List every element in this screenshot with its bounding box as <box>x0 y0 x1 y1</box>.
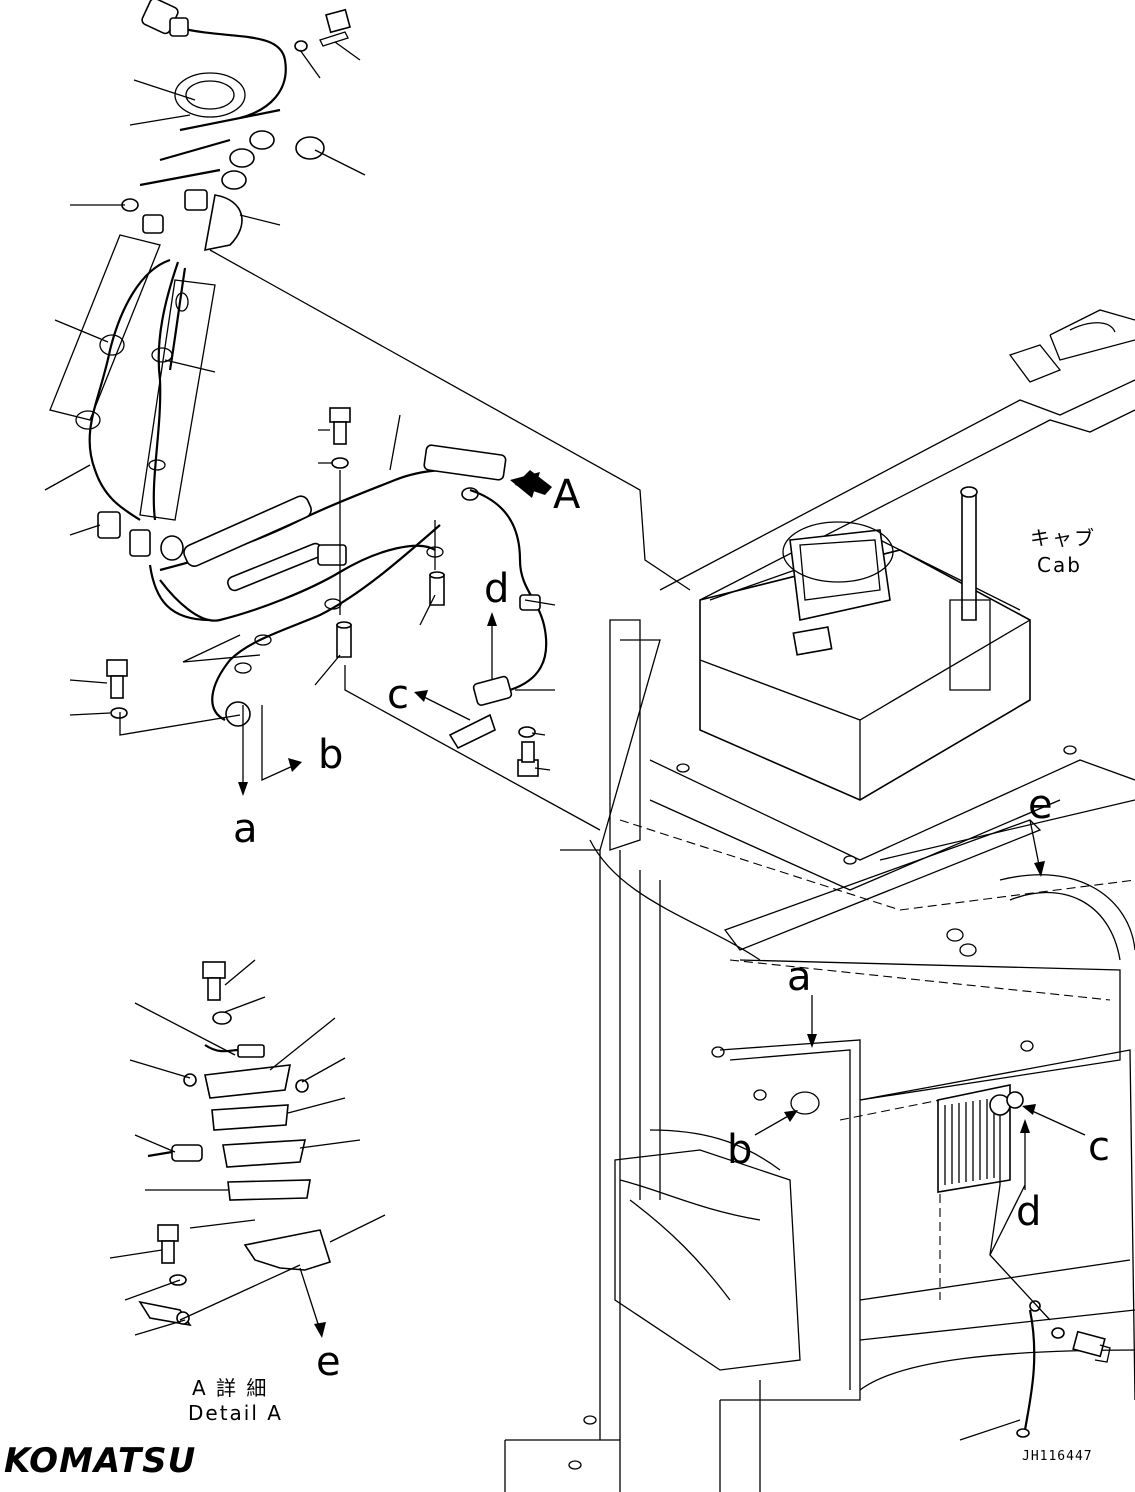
label-b-right: b <box>727 1127 752 1173</box>
label-e-right: e <box>1028 782 1053 828</box>
detail-a-view <box>109 959 386 1338</box>
detail-label-en: Detail A <box>188 1401 283 1425</box>
brand-logo: KOMATSU <box>4 1441 196 1481</box>
detail-label-jp: A 詳 細 <box>192 1376 268 1400</box>
label-view-a: A <box>553 472 581 518</box>
cab-frame <box>504 309 1135 1492</box>
label-d-right: d <box>1016 1189 1041 1235</box>
label-d-top: d <box>484 566 509 612</box>
label-c-right: c <box>1088 1124 1110 1170</box>
cab-label-en: Cab <box>1037 553 1082 577</box>
document-id: JH116447 <box>1022 1449 1093 1464</box>
cab-label-jp: キャブ <box>1030 526 1096 550</box>
callout-arrows <box>238 470 552 796</box>
label-a-top: a <box>233 806 258 852</box>
label-b-top: b <box>318 732 343 778</box>
label-a-right: a <box>787 954 812 1000</box>
wiring-harness-assembly <box>44 0 691 831</box>
cab-callout-arrows <box>754 819 1086 1190</box>
label-c-top: c <box>387 672 409 718</box>
label-e-detail: e <box>316 1339 341 1385</box>
